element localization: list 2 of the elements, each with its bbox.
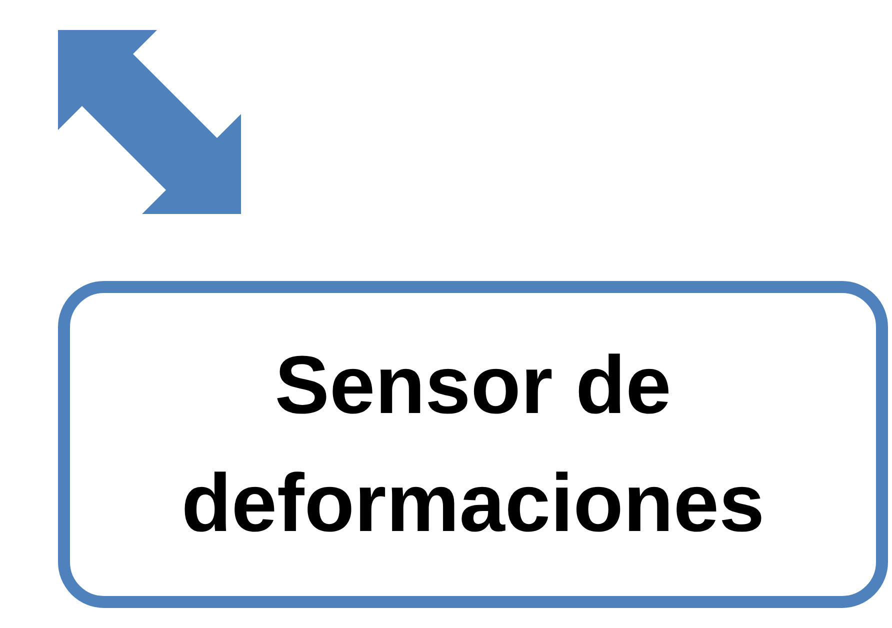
process-box bbox=[58, 281, 888, 608]
node-text: Sensor de deformaciones bbox=[180, 338, 766, 550]
